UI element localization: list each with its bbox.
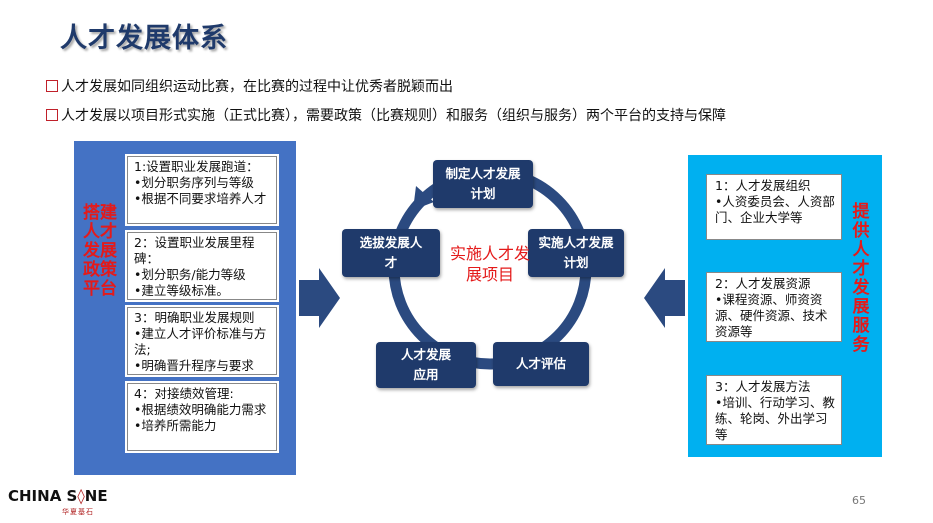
cycle-node-label: 选拔发展人才 bbox=[359, 235, 423, 270]
service-box-line: 1：人才发展组织 bbox=[715, 178, 811, 193]
service-box-1: 1：人才发展组织 •人资委员会、人资部门、企业大学等 bbox=[706, 174, 842, 240]
policy-box-line: •培养所需能力 bbox=[134, 418, 217, 433]
cycle-node-assess: 人才评估 bbox=[493, 342, 589, 386]
cycle-node-label: 制定人才发展计划 bbox=[445, 166, 521, 201]
service-box-2: 2：人才发展资源 •课程资源、师资资源、硬件资源、技术资源等 bbox=[706, 272, 842, 342]
service-platform-label: 提供人才发展服务 bbox=[852, 202, 870, 355]
bullet-text: 人才发展如同组织运动比赛，在比赛的过程中让优秀者脱颖而出 bbox=[61, 79, 453, 95]
logo-mark-icon: ◊ bbox=[77, 487, 85, 505]
checkbox-square-icon bbox=[46, 80, 58, 92]
service-box-line: 2：人才发展资源 bbox=[715, 276, 811, 291]
policy-box-2: 2：设置职业发展里程碑： •划分职务/能力等级 •建立等级标准。 bbox=[127, 232, 277, 300]
cycle-node-select: 选拔发展人才 bbox=[342, 229, 440, 277]
cycle-node-apply: 人才发展应用 bbox=[376, 342, 476, 388]
company-logo: CHINA S◊NE 华夏基石 bbox=[8, 487, 108, 516]
service-box-line: •课程资源、师资资源、硬件资源、技术资源等 bbox=[715, 292, 828, 339]
bullet-item: 人才发展以项目形式实施（正式比赛），需要政策（比赛规则）和服务（组织与服务）两个… bbox=[46, 105, 726, 125]
cycle-node-plan: 制定人才发展计划 bbox=[433, 160, 533, 208]
checkbox-square-icon bbox=[46, 109, 58, 121]
policy-box-line: 1:设置职业发展跑道： bbox=[134, 159, 259, 174]
cycle-node-label: 人才发展应用 bbox=[400, 347, 451, 382]
policy-box-line: •建立人才评价标准与方法; bbox=[134, 326, 267, 357]
page-number: 65 bbox=[852, 494, 866, 507]
cycle-center-label: 实施人才发展项目 bbox=[449, 244, 530, 284]
logo-text-a: CHINA S bbox=[8, 487, 78, 505]
policy-box-line: 3：明确职业发展规则 bbox=[134, 310, 255, 325]
bullet-text: 人才发展以项目形式实施（正式比赛），需要政策（比赛规则）和服务（组织与服务）两个… bbox=[61, 108, 726, 124]
policy-box-line: •划分职务/能力等级 bbox=[134, 267, 246, 282]
cycle-arrowhead-icon bbox=[413, 186, 434, 210]
bullet-item: 人才发展如同组织运动比赛，在比赛的过程中让优秀者脱颖而出 bbox=[46, 76, 453, 96]
service-box-line: •培训、行动学习、教练、轮岗、外出学习等 bbox=[715, 395, 835, 442]
policy-box-line: •建立等级标准。 bbox=[134, 283, 229, 298]
policy-box-line: •划分职务序列与等级 bbox=[134, 175, 254, 190]
logo-text-b: NE bbox=[84, 487, 108, 505]
policy-box-line: 2：设置职业发展里程碑： bbox=[134, 235, 255, 266]
logo-subtitle: 华夏基石 bbox=[62, 508, 94, 516]
policy-box-3: 3：明确职业发展规则 •建立人才评价标准与方法; •明确晋升程序与要求 bbox=[127, 307, 277, 375]
cycle-node-label: 人才评估 bbox=[515, 356, 566, 371]
cycle-node-implement: 实施人才发展计划 bbox=[528, 229, 624, 277]
service-box-line: 3：人才发展方法 bbox=[715, 379, 811, 394]
policy-box-line: •明确晋升程序与要求 bbox=[134, 358, 254, 373]
policy-box-1: 1:设置职业发展跑道： •划分职务序列与等级 •根据不同要求培养人才 bbox=[127, 156, 277, 224]
right-block-arrow-icon bbox=[299, 268, 340, 328]
policy-box-line: 4：对接绩效管理: bbox=[134, 386, 234, 401]
service-box-3: 3：人才发展方法 •培训、行动学习、教练、轮岗、外出学习等 bbox=[706, 375, 842, 445]
left-block-arrow-icon bbox=[644, 268, 685, 328]
service-box-line: •人资委员会、人资部门、企业大学等 bbox=[715, 194, 835, 225]
policy-platform-label: 搭建人才发展政策平台 bbox=[83, 203, 117, 299]
policy-box-4: 4：对接绩效管理: •根据绩效明确能力需求 •培养所需能力 bbox=[127, 383, 277, 451]
policy-box-line: •根据不同要求培养人才 bbox=[134, 191, 267, 206]
page-title: 人才发展体系 bbox=[60, 23, 228, 54]
policy-box-line: •根据绩效明确能力需求 bbox=[134, 402, 267, 417]
cycle-node-label: 实施人才发展计划 bbox=[538, 235, 614, 270]
